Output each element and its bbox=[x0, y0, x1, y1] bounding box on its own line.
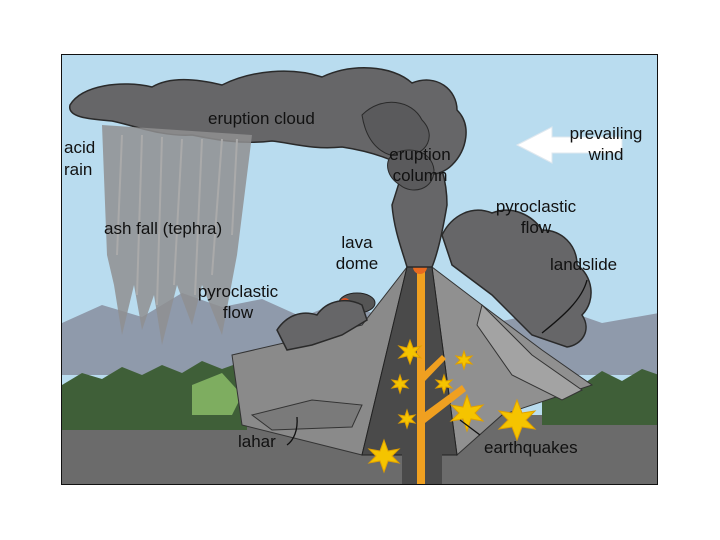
label-lava-dome-2: dome bbox=[327, 254, 387, 273]
label-prevailing-wind-2: wind bbox=[554, 145, 658, 164]
label-landslide: landslide bbox=[550, 255, 617, 274]
label-lava-dome-1: lava bbox=[327, 233, 387, 252]
label-acid-rain-2: rain bbox=[64, 160, 92, 179]
label-acid-rain-1: acid bbox=[64, 138, 95, 157]
label-pyroclastic-flow-right-2: flow bbox=[483, 218, 589, 237]
label-prevailing-wind-1: prevailing bbox=[554, 124, 658, 143]
label-eruption-cloud: eruption cloud bbox=[208, 109, 315, 128]
label-eruption-column-2: column bbox=[375, 166, 465, 185]
label-ash-fall: ash fall (tephra) bbox=[104, 219, 222, 238]
label-eruption-column-1: eruption bbox=[375, 145, 465, 164]
label-pyroclastic-flow-left-2: flow bbox=[183, 303, 293, 322]
label-pyroclastic-flow-right-1: pyroclastic bbox=[483, 197, 589, 216]
label-earthquakes: earthquakes bbox=[484, 438, 578, 457]
lower-magma bbox=[417, 435, 425, 485]
diagram-frame: eruption cloud acid rain eruption column… bbox=[61, 54, 658, 485]
label-lahar: lahar bbox=[238, 432, 276, 451]
label-pyroclastic-flow-left-1: pyroclastic bbox=[183, 282, 293, 301]
